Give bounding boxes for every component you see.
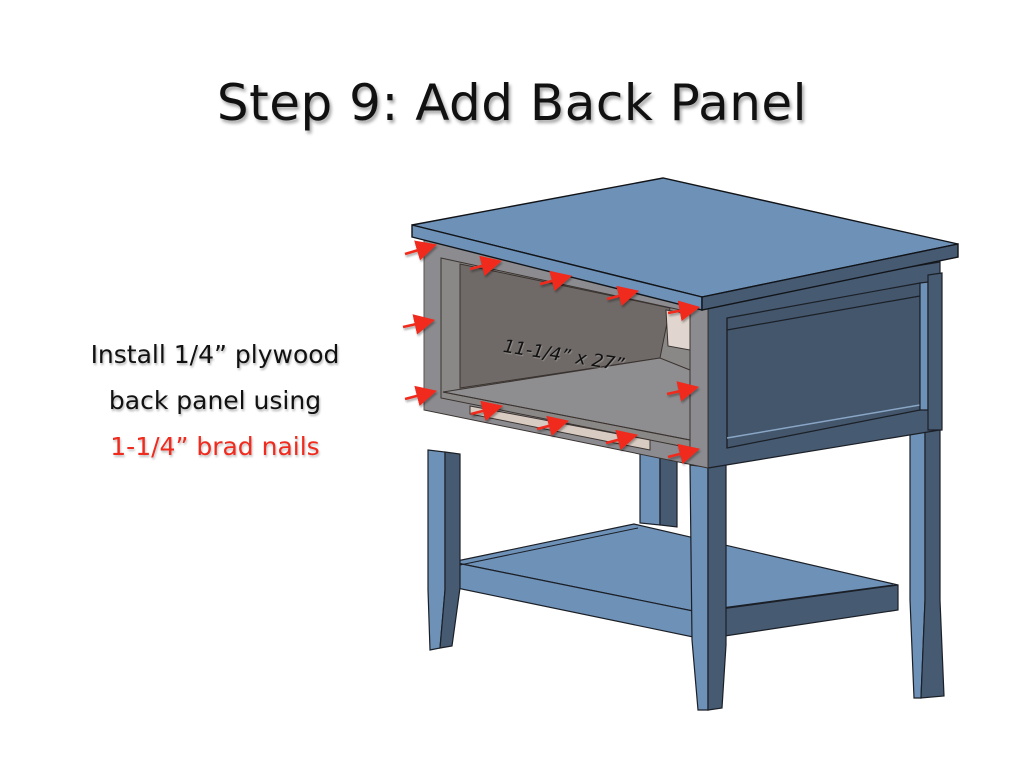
nail-arrow — [404, 385, 438, 406]
leg-front-corner — [689, 464, 727, 711]
nail-arrows — [402, 240, 701, 464]
instruction-line-3-nail-size: 1-1/4” brad nails — [110, 432, 320, 461]
nail-arrow — [667, 300, 701, 322]
nail-arrow — [606, 285, 640, 306]
nail-arrow — [667, 443, 701, 464]
leg-back-right — [909, 425, 945, 699]
nail-arrow — [470, 400, 504, 421]
leg-front-left — [427, 449, 461, 651]
instruction-text: Install 1/4” plywood back panel using 1-… — [60, 332, 370, 470]
back-legs — [639, 449, 678, 528]
page-title: Step 9: Add Back Panel — [216, 73, 808, 132]
nail-arrow — [666, 381, 700, 402]
instruction-line-2: back panel using — [108, 386, 322, 415]
nail-arrow — [605, 429, 639, 450]
nail-arrow — [539, 270, 573, 291]
nail-arrow — [536, 415, 570, 436]
nail-arrow — [404, 240, 437, 261]
nail-arrow — [402, 314, 436, 335]
side-panel — [707, 261, 943, 469]
nail-arrow — [469, 255, 503, 276]
instruction-line-1: Install 1/4” plywood — [90, 340, 340, 369]
lower-shelf — [451, 523, 899, 641]
